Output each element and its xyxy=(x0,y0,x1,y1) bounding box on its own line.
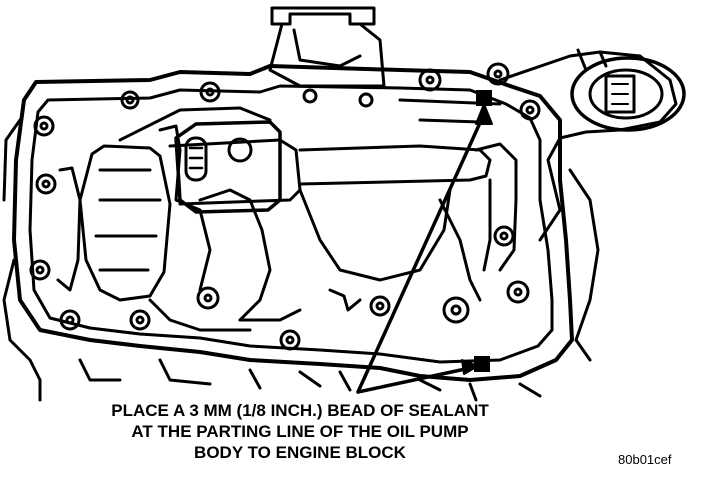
bolt-holes xyxy=(29,62,541,351)
sealant-point-upper xyxy=(476,90,492,106)
callout-line-2: AT THE PARTING LINE OF THE OIL PUMP xyxy=(131,422,469,441)
callout-line-3: BODY TO ENGINE BLOCK xyxy=(194,443,406,462)
arrow-to-upper-point xyxy=(356,112,486,394)
crankshaft-area xyxy=(56,98,518,332)
sealant-instruction-callout: PLACE A 3 MM (1/8 INCH.) BEAD OF SEALANT… xyxy=(40,400,560,463)
figure-id: 80b01cef xyxy=(618,452,672,467)
pump-cover-plate xyxy=(174,120,282,214)
sealant-point-lower xyxy=(474,356,490,372)
sealant-markers xyxy=(474,90,492,372)
callout-line-1: PLACE A 3 MM (1/8 INCH.) BEAD OF SEALANT xyxy=(111,401,489,420)
leader-arrows xyxy=(356,103,493,394)
arrow-to-lower-point xyxy=(356,366,472,394)
gasket-flange xyxy=(2,64,600,402)
right-bracket xyxy=(498,48,686,242)
top-flange xyxy=(268,6,386,88)
